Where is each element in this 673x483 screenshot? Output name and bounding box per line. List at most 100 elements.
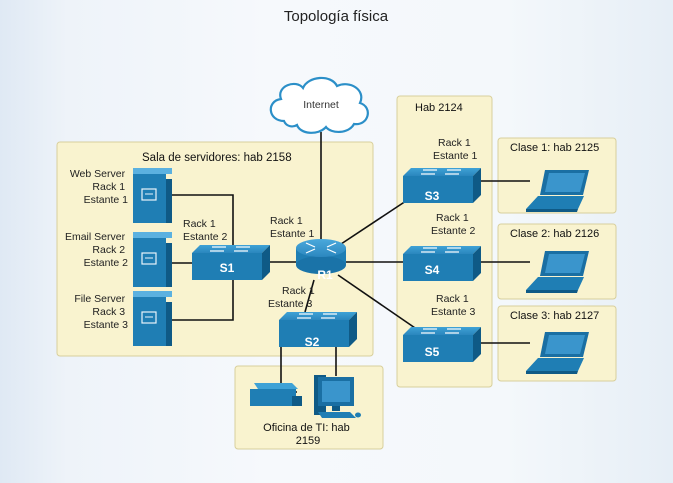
pc-stand <box>332 406 340 411</box>
s2-top <box>279 312 357 320</box>
s4-shelf: Estante 2 <box>431 225 476 237</box>
class3-label: Clase 3: hab 2127 <box>510 310 599 322</box>
s5-label: S5 <box>425 345 440 359</box>
email-server-shelf: Estante 2 <box>84 257 129 269</box>
email-server-label: Email Server Rack 2 Estante 2 <box>65 231 128 269</box>
laptop1-base <box>526 196 584 209</box>
laptop-class2 <box>526 251 589 293</box>
links <box>170 132 530 393</box>
link-file-s1 <box>170 279 234 321</box>
link-web-s1 <box>170 194 234 252</box>
s3-top <box>403 168 481 176</box>
s3-location: Rack 1 Estante 1 <box>433 137 478 162</box>
web-server-shelf: Estante 1 <box>84 194 129 206</box>
internet-label: Internet <box>303 99 339 111</box>
email-server-icon <box>141 252 157 265</box>
link-r1-s5 <box>337 274 419 331</box>
s3-arrows <box>421 169 461 175</box>
laptop2-base <box>526 277 584 290</box>
hab-2124-label: Hab 2124 <box>415 102 463 114</box>
file-server <box>133 291 172 346</box>
email-server-top <box>133 232 172 238</box>
internet-cloud: Internet <box>269 76 369 134</box>
web-server-side <box>162 179 172 223</box>
switch-s1: S1 <box>192 245 270 280</box>
email-server-rack: Rack 2 <box>92 244 125 256</box>
link-r1-s2 <box>304 279 315 313</box>
printer <box>250 383 302 406</box>
laptop2-screen-inner <box>545 254 585 273</box>
r1-location-bottom: Rack 1 Estante 3 <box>268 285 318 310</box>
web-server-icon <box>141 188 157 201</box>
email-server-name: Email Server <box>65 231 126 243</box>
s2-side <box>349 312 357 347</box>
email-server <box>133 232 172 287</box>
file-server-body <box>133 295 166 346</box>
page-title: Topología física <box>284 8 389 25</box>
class1-label: Clase 1: hab 2125 <box>510 142 599 154</box>
web-server <box>133 168 172 223</box>
cloud-shape <box>269 76 369 134</box>
s1-side <box>262 245 270 280</box>
s3-label: S3 <box>425 189 440 203</box>
s4-arrows <box>421 247 461 253</box>
s4-top <box>403 246 481 254</box>
r1-rack-bottom: Rack 1 <box>282 285 315 297</box>
web-server-name: Web Server <box>70 168 126 180</box>
pc-keyboard <box>318 412 356 418</box>
switch-s2: S2 <box>279 312 357 349</box>
s5-top <box>403 327 481 335</box>
server-room-label: Sala de servidores: hab 2158 <box>142 152 292 164</box>
desktop-pc <box>314 375 361 418</box>
laptop-class3 <box>526 332 589 374</box>
s2-arrows <box>297 313 337 319</box>
it-office-label-line1: Oficina de TI: hab <box>263 422 350 434</box>
s5-side <box>473 327 481 362</box>
s1-label: S1 <box>220 261 235 275</box>
laptop-class1 <box>526 170 589 212</box>
web-server-top <box>133 168 172 174</box>
file-server-shelf: Estante 3 <box>84 319 129 331</box>
laptop3-base-edge <box>526 371 578 374</box>
printer-tray <box>292 396 302 406</box>
s4-front <box>403 254 473 281</box>
pc-mouse <box>355 412 361 418</box>
link-r1-s3 <box>334 196 413 249</box>
it-office-label: Oficina de TI: hab 2159 <box>263 422 353 447</box>
s1-top <box>192 245 270 253</box>
s1-shelf: Estante 2 <box>183 231 228 243</box>
web-server-body <box>133 172 166 223</box>
s5-shelf: Estante 3 <box>431 306 476 318</box>
class2-label: Clase 2: hab 2126 <box>510 228 599 240</box>
file-server-label: File Server Rack 3 Estante 3 <box>74 293 128 331</box>
switch-s4: S4 <box>403 246 481 281</box>
s4-label: S4 <box>425 263 440 277</box>
s2-front <box>279 320 349 347</box>
s5-rack: Rack 1 <box>436 293 469 305</box>
s4-location: Rack 1 Estante 2 <box>431 212 476 237</box>
laptop3-base <box>526 358 584 371</box>
s3-front <box>403 176 473 203</box>
printer-body <box>250 389 296 406</box>
s3-shelf: Estante 1 <box>433 150 478 162</box>
s3-rack: Rack 1 <box>438 137 471 149</box>
it-office-label-line2: 2159 <box>296 435 320 447</box>
s1-location: Rack 1 Estante 2 <box>183 218 228 243</box>
email-server-side <box>162 243 172 287</box>
s1-front <box>192 253 262 280</box>
pc-screen <box>322 381 350 402</box>
laptop1-base-edge <box>526 209 578 212</box>
file-server-top <box>133 291 172 297</box>
r1-label: R1 <box>317 268 333 282</box>
r1-shelf-top: Estante 1 <box>270 228 315 240</box>
file-server-name: File Server <box>74 293 125 305</box>
file-server-rack: Rack 3 <box>92 306 125 318</box>
router-r1: R1 <box>296 239 346 282</box>
s3-side <box>473 168 481 203</box>
s1-rack: Rack 1 <box>183 218 216 230</box>
r1-arrows <box>305 242 337 254</box>
r1-top <box>296 239 346 257</box>
s4-rack: Rack 1 <box>436 212 469 224</box>
printer-top <box>254 383 298 389</box>
